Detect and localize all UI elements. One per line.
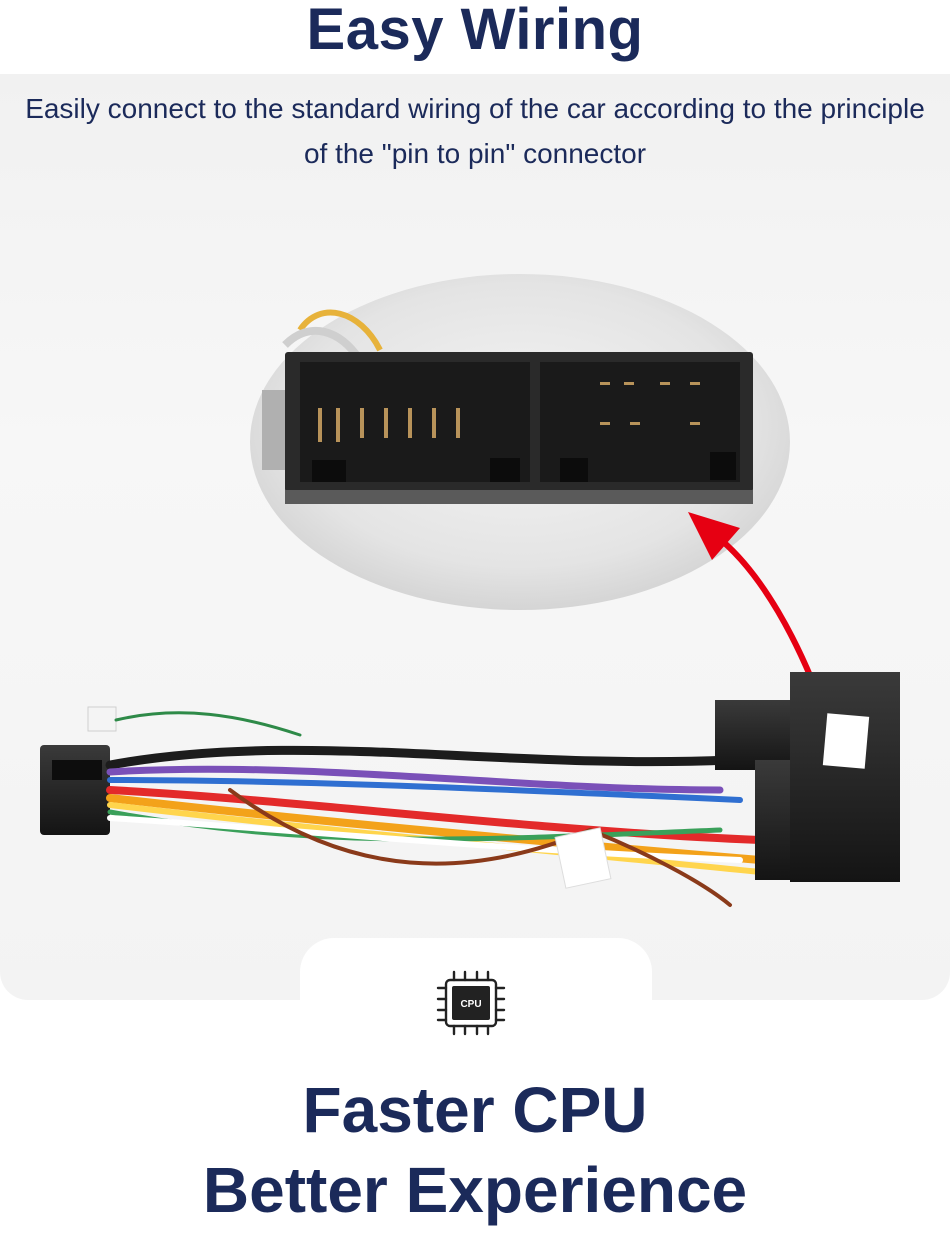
right-harness-connector [715, 672, 900, 882]
small-white-plug [87, 706, 117, 732]
wiring-harness-illustration [40, 274, 900, 907]
headline-line-1: Faster CPU [302, 1074, 648, 1146]
cable-label-tag [554, 827, 612, 889]
cpu-chip-icon: CPU [436, 970, 506, 1036]
left-plug-connector [40, 745, 110, 835]
headline-line-2: Better Experience [202, 1154, 748, 1226]
section-subtitle: Easily connect to the standard wiring of… [25, 93, 925, 169]
magnified-connector-view [250, 274, 790, 610]
footer-headline: Faster CPU Better Experience [0, 1070, 950, 1230]
cpu-icon-label: CPU [460, 999, 481, 1010]
wire-bundle [105, 711, 764, 907]
section-title: Easy Wiring [306, 0, 644, 62]
